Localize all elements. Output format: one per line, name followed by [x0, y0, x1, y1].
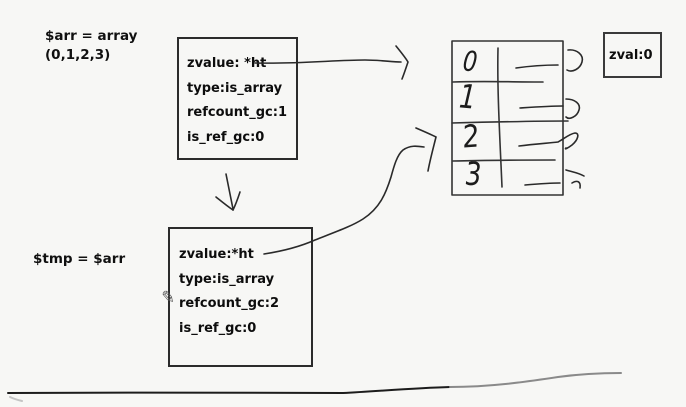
- tmp-zval-struct-box: zvalue:*ht type:is_array refcount_gc:2 i…: [168, 227, 313, 367]
- arr-type-field: type:is_array: [187, 80, 283, 96]
- hashtable-key-1: 1: [454, 76, 481, 117]
- arr-assignment-line1: $arr = array: [45, 28, 138, 44]
- pointer-chevron-1: [565, 98, 581, 119]
- arr-assignment-line2: (0,1,2,3): [45, 47, 111, 63]
- tmp-isref-field: is_ref_gc:0: [179, 320, 257, 336]
- arr-refcount-field: refcount_gc:1: [187, 105, 288, 120]
- pointer-chevron-3b: [571, 180, 581, 189]
- arr-zval-struct-box: zvalue: *ht type:is_array refcount_gc:1 …: [177, 37, 298, 160]
- hashtable-key-3: 3: [462, 154, 484, 194]
- arrow-tmp-zval-to-hashtable-head: [415, 127, 437, 172]
- baseline-left: [7, 386, 451, 394]
- arrow-copy-down-right-wing: [232, 191, 241, 211]
- pointer-chevron-3a: [565, 169, 585, 177]
- element-zval-label: zval:0: [609, 47, 653, 63]
- baseline-right: [449, 372, 622, 388]
- hashtable-key-0: 0: [458, 44, 482, 79]
- arr-assignment-label: $arr = array (0,1,2,3): [45, 27, 137, 65]
- hashtable-row-pointer-3: [524, 182, 561, 186]
- tmp-assignment-label: $tmp = $arr: [33, 251, 126, 267]
- tmp-refcount-field: refcount_gc:2: [179, 296, 280, 311]
- hashtable-key-2: 2: [462, 118, 480, 156]
- tmp-zvalue-field: zvalue:*ht: [179, 247, 254, 262]
- baseline-smudge: [9, 396, 23, 402]
- tmp-type-field: type:is_array: [179, 271, 275, 287]
- pointer-chevron-0: [566, 49, 584, 72]
- arrow-copy-down-left-wing: [215, 196, 234, 211]
- arr-isref-field: is_ref_gc:0: [187, 129, 265, 145]
- arrow-arr-zval-to-hashtable-head: [395, 45, 409, 80]
- hashtable-row-pointer-1: [519, 105, 564, 109]
- hashtable-row-pointer-2: [518, 132, 579, 150]
- hashtable-column-divider: [497, 47, 503, 188]
- pencil-cursor-icon: ✎: [160, 287, 176, 309]
- element-zval-box: zval:0: [603, 32, 662, 78]
- arrow-copy-down-stem: [225, 173, 234, 210]
- arr-zvalue-field: zvalue: *ht: [187, 56, 267, 71]
- hashtable-row-pointer-0: [515, 64, 559, 69]
